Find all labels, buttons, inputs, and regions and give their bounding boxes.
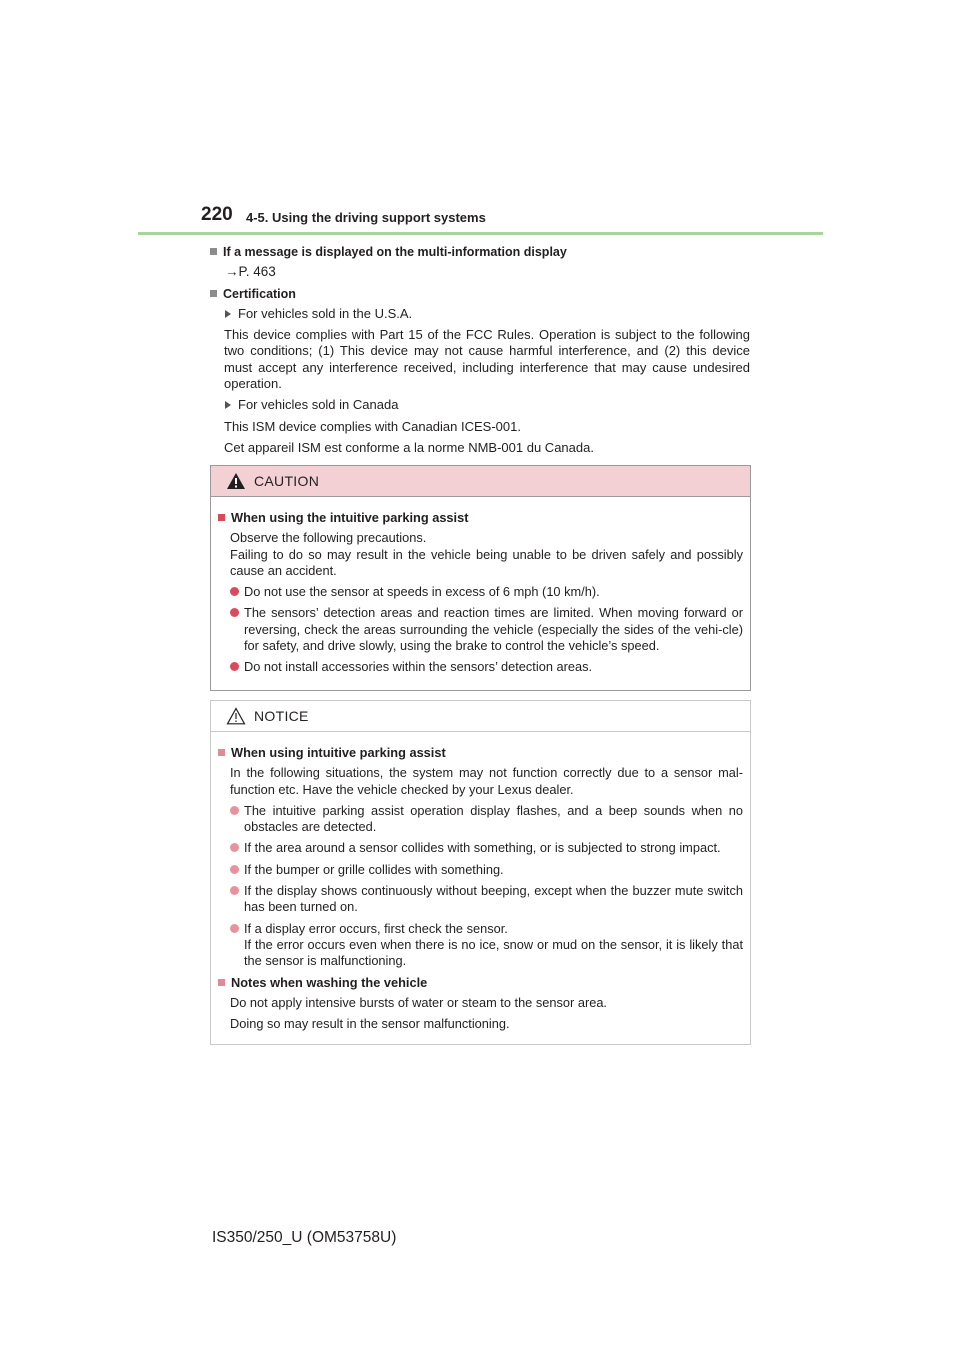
caution-bullet: Do not use the sensor at speeds in exces… [230, 584, 743, 600]
canada-text-french: Cet appareil ISM est conforme a la norme… [224, 439, 594, 455]
message-heading: If a message is displayed on the multi-i… [210, 244, 750, 260]
notice-heading: Notes when washing the vehicle [218, 975, 743, 991]
notice-bullet: If the bumper or grille collides with so… [230, 862, 743, 878]
canada-text-english: This ISM device complies with Canadian I… [224, 418, 521, 434]
notice-bullet: If a display error occurs, first check t… [230, 921, 743, 970]
square-bullet-icon [218, 749, 225, 756]
caution-header: CAUTION [211, 466, 750, 497]
bullet-dot-icon [230, 843, 239, 853]
notice-bullet: The intuitive parking assist operation d… [230, 803, 743, 836]
notice-bullet: If the area around a sensor collides wit… [230, 840, 743, 856]
bullet-dot-icon [230, 923, 239, 933]
caution-heading: When using the intuitive parking assist [218, 510, 743, 526]
canada-label: For vehicles sold in Canada [225, 397, 750, 413]
triangle-bullet-icon [225, 401, 231, 410]
notice-title: NOTICE [254, 708, 309, 724]
bullet-dot-icon [230, 587, 239, 597]
notice-text: In the following situations, the system … [230, 765, 743, 797]
manual-code: IS350/250_U (OM53758U) [212, 1229, 397, 1246]
notice-text: Do not apply intensive bursts of water o… [230, 994, 607, 1010]
notice-heading: When using intuitive parking assist [218, 745, 743, 761]
usa-label: For vehicles sold in the U.S.A. [225, 306, 750, 322]
page-header: 220 4-5. Using the driving support syste… [0, 0, 960, 240]
caution-bullet: Do not install accessories within the se… [230, 659, 743, 675]
certification-heading: Certification [210, 286, 750, 302]
caution-body: When using the intuitive parking assist … [211, 497, 750, 676]
notice-box: NOTICE When using intuitive parking assi… [210, 700, 751, 1045]
section-title: 4-5. Using the driving support systems [246, 210, 486, 225]
notice-body: When using intuitive parking assist In t… [211, 732, 750, 1032]
caution-bullet: The sensors’ detection areas and reactio… [230, 605, 743, 654]
warning-triangle-icon [227, 473, 245, 489]
square-bullet-icon [210, 289, 217, 297]
notice-bullet: If the display shows continuously withou… [230, 883, 743, 916]
caution-text: Observe the following precautions. Faili… [230, 530, 743, 578]
notice-header: NOTICE [211, 701, 750, 732]
bullet-dot-icon [230, 805, 239, 815]
bullet-dot-icon [230, 608, 239, 618]
bullet-dot-icon [230, 662, 239, 672]
bullet-dot-icon [230, 864, 239, 874]
intro-section: If a message is displayed on the multi-i… [210, 244, 750, 461]
caution-title: CAUTION [254, 473, 320, 489]
caution-box: CAUTION When using the intuitive parking… [210, 465, 751, 691]
page-number: 220 [201, 204, 233, 225]
notice-text: Doing so may result in the sensor malfun… [230, 1016, 510, 1032]
bullet-dot-icon [230, 886, 239, 896]
header-divider [138, 232, 823, 235]
square-bullet-icon [210, 248, 217, 255]
usa-text: This device complies with Part 15 of the… [224, 327, 750, 392]
warning-triangle-icon [226, 707, 246, 725]
page-reference: →P. 463 [225, 264, 276, 280]
square-bullet-icon [218, 514, 225, 521]
triangle-bullet-icon [225, 309, 231, 318]
square-bullet-icon [218, 978, 225, 986]
